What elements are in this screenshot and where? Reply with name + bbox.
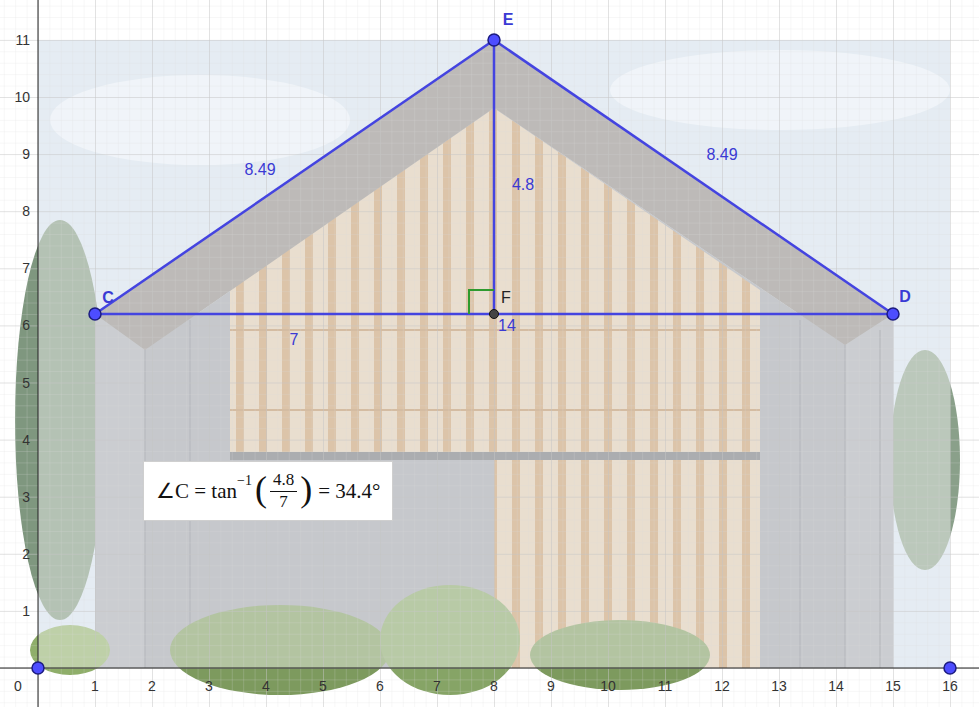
axis-number: 12 — [714, 679, 730, 693]
formula-text: ∠C = tan — [156, 479, 237, 504]
axis-number: 1 — [91, 679, 99, 693]
point-label: E — [503, 12, 514, 28]
axis-number: 2 — [22, 547, 30, 561]
formula-text: = 34.4° — [318, 479, 380, 504]
length-label: 7 — [290, 332, 299, 348]
axis-number: 5 — [22, 376, 30, 390]
axis-number: 0 — [14, 679, 22, 693]
fraction: 4.87 — [270, 471, 297, 511]
axis-number: 11 — [15, 33, 30, 47]
length-label: 8.49 — [706, 147, 737, 163]
right-angle-mark — [469, 290, 494, 314]
foot-point — [490, 310, 499, 319]
axis-number: 7 — [433, 679, 441, 693]
axis-number: 6 — [22, 318, 30, 332]
point-label: D — [899, 289, 911, 305]
axis-number: 9 — [22, 147, 30, 161]
formula-box: ∠C = tan−1(4.87)= 34.4° — [143, 461, 393, 521]
numerator: 4.8 — [270, 471, 297, 492]
axis-number: 11 — [658, 679, 673, 693]
axis-number: 2 — [148, 679, 156, 693]
length-label: 4.8 — [512, 177, 534, 193]
length-label: 8.49 — [244, 162, 275, 178]
axis-number: 3 — [205, 679, 213, 693]
point-label: C — [102, 290, 114, 306]
axis-number: 14 — [828, 679, 844, 693]
axis-number: 6 — [376, 679, 384, 693]
triangle — [95, 40, 893, 314]
denominator: 7 — [279, 492, 288, 512]
axis-number: 7 — [22, 261, 30, 275]
point-label: F — [501, 290, 511, 306]
axis-number: 8 — [490, 679, 498, 693]
axis-number: 10 — [14, 90, 30, 104]
axis-number: 4 — [262, 679, 270, 693]
axis-number: 15 — [885, 679, 901, 693]
axis-number: 9 — [547, 679, 555, 693]
parenthesis: ( — [255, 468, 267, 510]
axis-number: 1 — [22, 604, 30, 618]
axis-number: 16 — [942, 679, 958, 693]
axis-number: 3 — [22, 490, 30, 504]
axis-number: 10 — [600, 679, 616, 693]
axis-number: 8 — [22, 204, 30, 218]
axis-number: 4 — [22, 433, 30, 447]
axis-number: 13 — [771, 679, 787, 693]
points — [32, 34, 956, 674]
exponent: −1 — [237, 473, 252, 489]
axis-number: 5 — [319, 679, 327, 693]
length-label: 14 — [498, 318, 516, 334]
parenthesis: ) — [300, 468, 312, 510]
